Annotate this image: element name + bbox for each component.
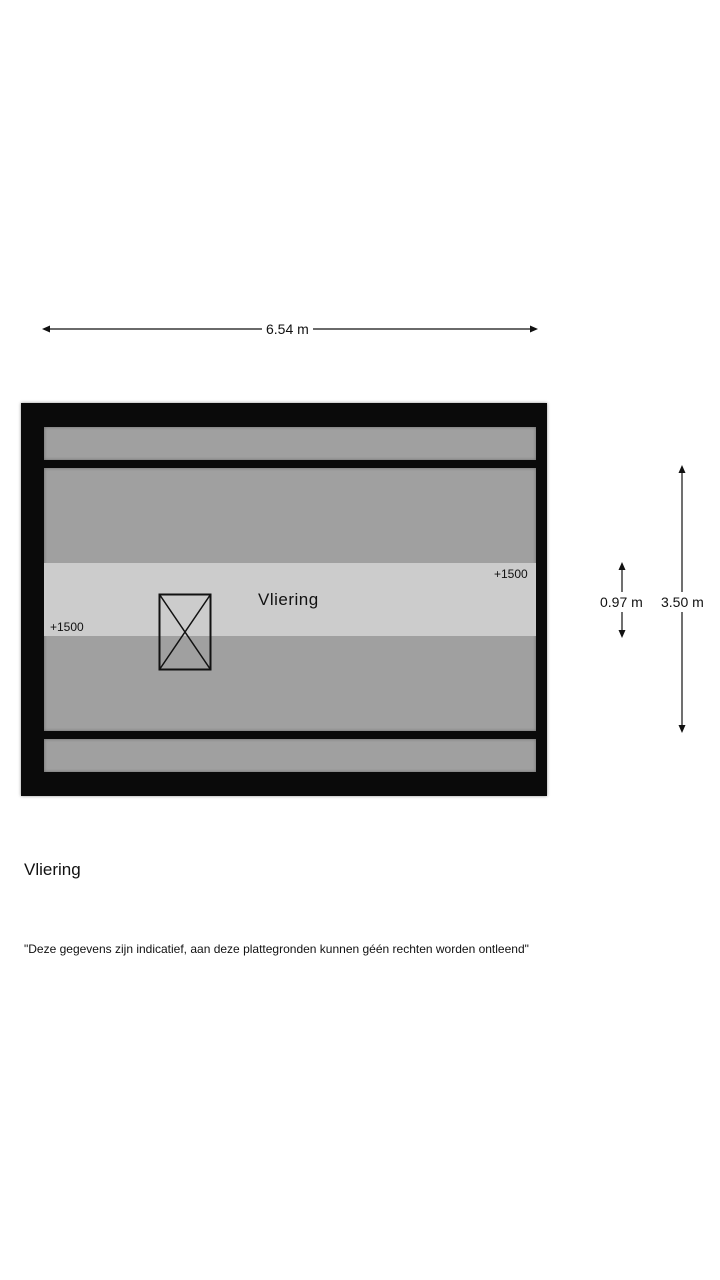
floor-title: Vliering: [24, 860, 81, 879]
height-dimension-label: 3.50 m: [659, 592, 706, 612]
top-eave-strip: [44, 427, 536, 460]
headroom-dimension-label: 0.97 m: [598, 592, 645, 612]
room-name-label: Vliering: [258, 590, 319, 609]
bottom-eave-strip: [44, 739, 536, 772]
disclaimer-text: "Deze gegevens zijn indicatief, aan deze…: [24, 942, 529, 956]
headroom-band: [44, 563, 536, 636]
elevation-label-right: +1500: [494, 567, 528, 581]
width-dimension-label: 6.54 m: [262, 321, 313, 337]
loft-hatch-icon: [158, 593, 212, 671]
elevation-label-left: +1500: [50, 620, 84, 634]
